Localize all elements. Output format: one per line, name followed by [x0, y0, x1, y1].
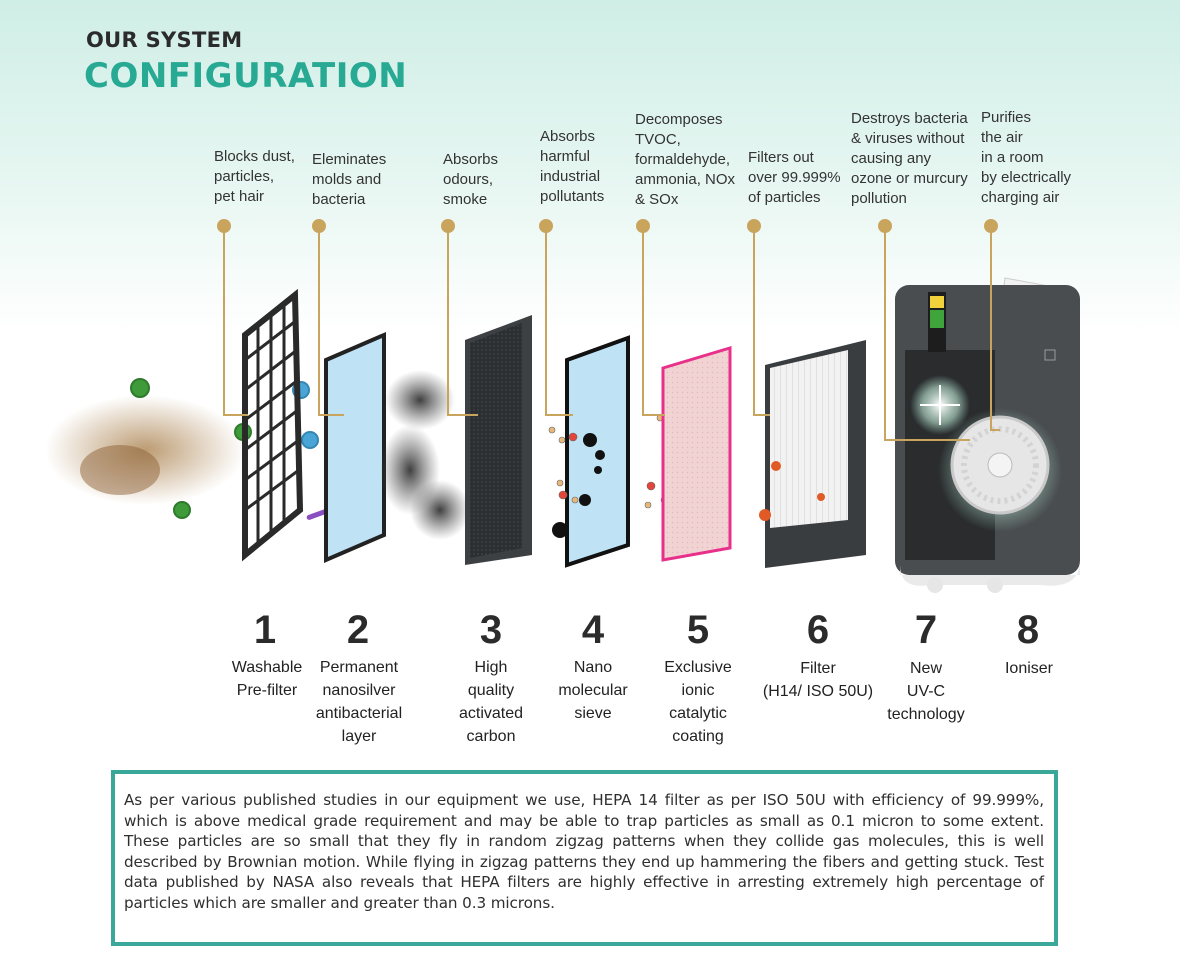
layer-2-label: Permanent nanosilver antibacterial layer [315, 659, 403, 745]
layer-5-description: Decomposes TVOC, formaldehyde, ammonia, … [635, 111, 736, 208]
layer-5-label: Exclusive ionic catalytic coating [664, 659, 732, 745]
layer-6-hepa-graphic [759, 340, 866, 568]
layer-6-label: Filter (H14/ ISO 50U) [762, 660, 874, 700]
layer-1-description: Blocks dust, particles, pet hair [214, 148, 295, 205]
layer-1-label: Washable Pre-filter [231, 659, 303, 699]
layer-4-label: Nano molecular sieve [558, 659, 628, 722]
title-our-system: OUR SYSTEM [86, 28, 243, 52]
layer-2-description: Eleminates molds and bacteria [312, 151, 387, 208]
layer-2-nanosilver-graphic [324, 331, 386, 564]
bacteria-icon [306, 509, 328, 520]
layer-7-description: Destroys bacteria & viruses without caus… [851, 110, 968, 207]
purifier-unit-graphic [895, 277, 1080, 593]
layer-4-description: Absorbs harmful industrial pollutants [540, 128, 605, 205]
info-box: As per various published studies in our … [111, 770, 1058, 946]
layer-2-number: 2 [346, 608, 370, 652]
title-configuration: CONFIGURATION [84, 56, 408, 96]
fan-icon [938, 408, 1062, 532]
layer-5-catalytic-graphic [661, 345, 732, 562]
layer-1-number: 1 [253, 608, 277, 652]
filter-stack-illustration [45, 277, 1080, 593]
layer-7-label: New UV-C technology [887, 660, 965, 723]
layer-3-label: High quality activated carbon [458, 659, 524, 745]
layer-7-number: 7 [914, 608, 938, 652]
dust-cloud-icon [45, 395, 245, 505]
layer-1-prefilter-graphic [242, 288, 304, 562]
layer-8-number: 8 [1016, 608, 1040, 652]
layer-4-number: 4 [581, 608, 605, 652]
layer-6-number: 6 [806, 608, 830, 652]
layer-8-description: Purifies the air in a room by electrical… [981, 109, 1072, 206]
layer-3-carbon-graphic [465, 315, 532, 565]
layer-3-number: 3 [479, 608, 503, 652]
layer-5-number: 5 [686, 608, 710, 652]
smoke-icon [380, 370, 470, 540]
layer-4-sieve-graphic [552, 335, 630, 568]
layer-8-label: Ioniser [1004, 660, 1054, 677]
layer-6-description: Filters out over 99.999% of particles [748, 149, 841, 206]
info-text: As per various published studies in our … [124, 791, 1044, 912]
layer-3-description: Absorbs odours, smoke [443, 151, 499, 208]
